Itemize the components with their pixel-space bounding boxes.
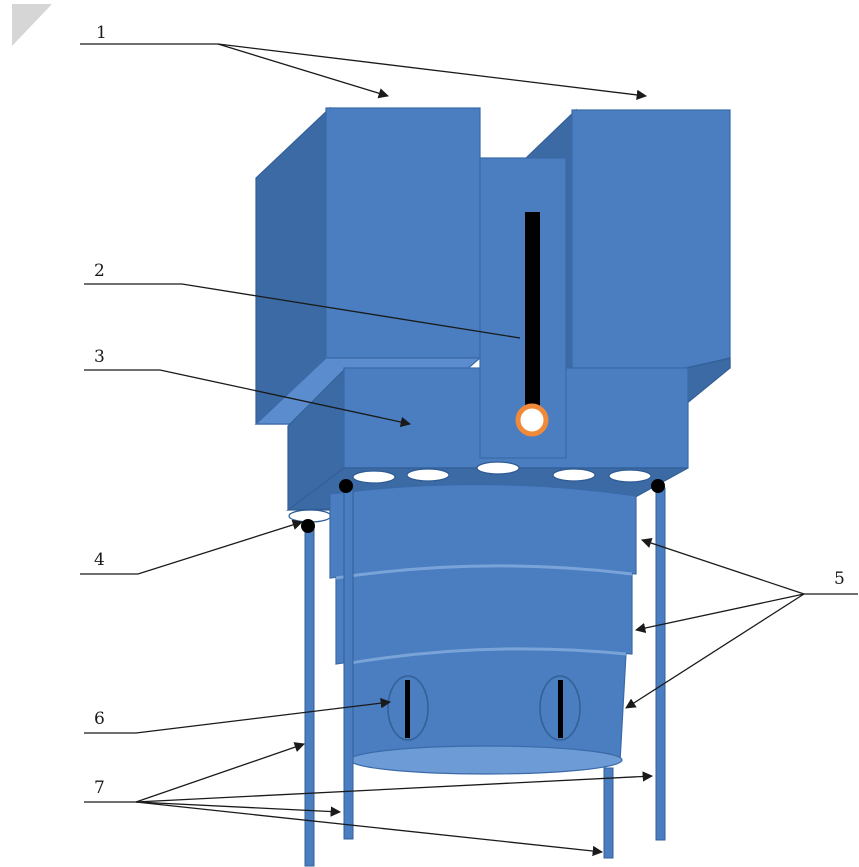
light-source-ring	[515, 403, 549, 437]
label-6: 6	[94, 709, 105, 729]
label-4: 4	[94, 550, 105, 570]
slot-column	[479, 157, 567, 459]
left-upper-block	[254, 106, 482, 425]
leader-lines	[80, 43, 858, 857]
hole-row	[288, 461, 652, 523]
label-5: 5	[834, 569, 845, 589]
label-1: 1	[96, 23, 107, 43]
pins	[301, 479, 665, 533]
label-7: 7	[94, 778, 105, 798]
corner-fold-mark	[12, 4, 52, 46]
slot-bar	[525, 212, 540, 412]
label-3: 3	[94, 347, 105, 367]
cylinder-stack	[329, 483, 637, 775]
label-2: 2	[94, 261, 105, 281]
